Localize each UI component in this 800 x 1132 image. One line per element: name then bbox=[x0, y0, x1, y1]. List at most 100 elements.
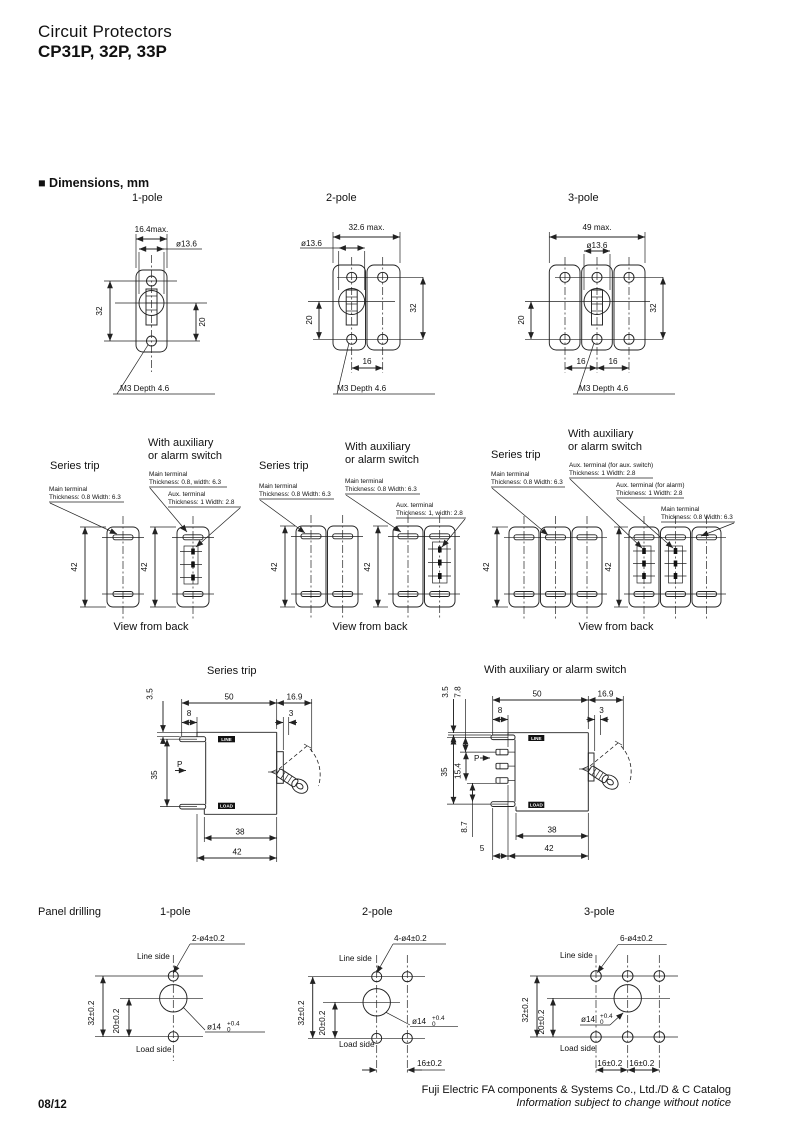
dim-height: 32 bbox=[95, 306, 104, 316]
dim-handle: 16.9 bbox=[598, 690, 614, 699]
view-from-back-caption: View from back bbox=[114, 621, 189, 633]
front-view-1pole-drawing: 16.4max. ø13.6 32 20 M3 Depth 4.6 bbox=[95, 225, 215, 395]
dim-knob-dia: ø13.6 bbox=[587, 241, 608, 250]
aux-switch-label-line1: With auxiliary bbox=[568, 428, 634, 440]
dim-height: 32 bbox=[649, 303, 658, 313]
drill-pattern bbox=[530, 955, 678, 1075]
back-view-1pole-drawing: Series trip With auxiliary or alarm swit… bbox=[49, 437, 241, 633]
series-main-terminal-note-1: Main terminal bbox=[259, 483, 297, 490]
load-side-label: Load side bbox=[136, 1045, 172, 1054]
hole-callout: 4-ø4±0.2 bbox=[394, 934, 427, 943]
screw-note: M3 Depth 4.6 bbox=[120, 384, 170, 393]
dimension-lines bbox=[157, 699, 313, 862]
series-height-dim: 42 bbox=[270, 562, 279, 572]
dimension-lines bbox=[300, 232, 426, 371]
dim-knob-dia: ø13.6 bbox=[176, 240, 197, 249]
panel-mark: P bbox=[177, 760, 183, 769]
aux-terminal-note-1: Aux. terminal bbox=[168, 491, 205, 498]
view-from-back-caption: View from back bbox=[333, 621, 408, 633]
panel-1pole-label: 1-pole bbox=[160, 906, 191, 918]
dim-body: 38 bbox=[235, 828, 245, 837]
dim-width: 49 max. bbox=[582, 223, 611, 232]
dim-v-span: 32±0.2 bbox=[87, 1000, 96, 1025]
note-leaders bbox=[491, 477, 735, 549]
body-outline bbox=[525, 257, 663, 373]
aux-switch-label-line2: or alarm switch bbox=[345, 454, 419, 466]
back-view-2pole-drawing: Series trip With auxiliary or alarm swit… bbox=[259, 441, 466, 633]
dim-aux-span: 15.4 bbox=[454, 763, 463, 779]
dim-dia: ø14 bbox=[207, 1023, 222, 1032]
panel-3pole-label: 3-pole bbox=[584, 906, 615, 918]
body-outline bbox=[179, 731, 278, 815]
dim-body: 38 bbox=[547, 826, 557, 835]
series-body bbox=[280, 515, 363, 619]
footer-block: Fuji Electric FA components & Systems Co… bbox=[422, 1084, 731, 1110]
series-main-terminal-note-2: Thickness: 0.8 Width: 6.3 bbox=[491, 479, 563, 486]
note-leaders bbox=[49, 486, 241, 548]
dimension-lines bbox=[528, 232, 666, 371]
footer-page-code: 08/12 bbox=[38, 1099, 67, 1111]
dim-width: 32.6 max. bbox=[349, 223, 385, 232]
aux-body bbox=[614, 516, 726, 619]
front-view-2pole-label: 2-pole bbox=[326, 192, 357, 204]
body-outline bbox=[104, 255, 207, 372]
series-trip-label: Series trip bbox=[50, 460, 100, 472]
dim-dia: ø14 bbox=[581, 1015, 596, 1024]
series-main-terminal-note-2: Thickness: 0.8 Width: 6.3 bbox=[49, 494, 121, 501]
dimension-lines bbox=[100, 943, 265, 1037]
front-view-3pole-drawing: 49 max. ø13.6 20 32 16 16 M3 Depth 4.6 bbox=[517, 223, 675, 395]
series-body bbox=[492, 516, 607, 619]
aux-switch-label-line2: or alarm switch bbox=[148, 450, 222, 462]
screw-note-leader bbox=[573, 342, 675, 395]
dim-dia-tol-lo: 0 bbox=[227, 1027, 231, 1034]
side-view-series-drawing: Series trip LINE LOAD bbox=[146, 665, 321, 862]
aux-alarm-terminal-note-1: Aux. terminal (for alarm) bbox=[616, 482, 685, 489]
line-load-badges: LINE LOAD bbox=[528, 735, 545, 808]
dim-overall: 42 bbox=[232, 848, 242, 857]
side-series-title: Series trip bbox=[207, 665, 257, 677]
panel-mark: P bbox=[474, 754, 480, 763]
aux-alarm-terminal-note-2: Thickness: 1 Width: 2.8 bbox=[616, 490, 683, 497]
aux-switch-terminal-note-1: Aux. terminal (for aux. switch) bbox=[569, 462, 653, 469]
page-header: Circuit Protectors CP31P, 32P, 33P bbox=[38, 22, 172, 62]
screw-note: M3 Depth 4.6 bbox=[579, 384, 629, 393]
dim-dia: ø14 bbox=[412, 1017, 427, 1026]
series-body bbox=[80, 516, 144, 619]
screw-note: M3 Depth 4.6 bbox=[337, 384, 387, 393]
dim-dia-tol-hi: +0.4 bbox=[600, 1013, 613, 1020]
dim-terminal: 8 bbox=[498, 706, 503, 715]
series-main-terminal-note-1: Main terminal bbox=[491, 471, 529, 478]
aux-main-terminal-note-2: Thickness: 0.8 Width: 6.3 bbox=[661, 514, 733, 521]
aux-height-dim: 42 bbox=[363, 562, 372, 572]
aux-switch-label-line1: With auxiliary bbox=[345, 441, 411, 453]
dim-aux-top: 7.8 bbox=[454, 686, 463, 698]
aux-main-terminal-note-2: Thickness: 0.8, width: 6.3 bbox=[149, 479, 222, 486]
screw-note-leader bbox=[113, 344, 215, 395]
series-main-terminal-note-1: Main terminal bbox=[49, 486, 87, 493]
aux-switch-label-line1: With auxiliary bbox=[148, 437, 214, 449]
load-badge: LOAD bbox=[220, 804, 234, 809]
line-badge: LINE bbox=[221, 737, 231, 742]
dim-dia-tol-hi: +0.4 bbox=[227, 1021, 240, 1028]
front-view-3pole-label: 3-pole bbox=[568, 192, 599, 204]
page-subtitle: CP31P, 32P, 33P bbox=[38, 42, 167, 61]
aux-main-terminal-note-1: Main terminal bbox=[661, 506, 699, 513]
dim-v-offset: 20±0.2 bbox=[537, 1009, 546, 1034]
line-side-label: Line side bbox=[137, 952, 170, 961]
front-view-1pole-label: 1-pole bbox=[132, 192, 163, 204]
series-height-dim: 42 bbox=[70, 562, 79, 572]
dim-dia-tol-lo: 0 bbox=[432, 1021, 436, 1028]
dim-pitch-left: 16±0.2 bbox=[597, 1059, 622, 1068]
dim-pitch: 16 bbox=[362, 357, 372, 366]
panel-drilling-1pole-drawing: 2-ø4±0.2 Line side 32±0.2 20±0.2 ø14 +0.… bbox=[87, 934, 265, 1061]
body-outline bbox=[490, 732, 589, 812]
dim-aux-bottom: 8.7 bbox=[460, 821, 469, 833]
panel-drilling-title: Panel drilling bbox=[38, 906, 101, 918]
dim-pitch-right: 16±0.2 bbox=[629, 1059, 654, 1068]
dim-width: 16.4max. bbox=[135, 225, 169, 234]
line-badge: LINE bbox=[531, 736, 541, 741]
dim-knob-dia: ø13.6 bbox=[301, 239, 322, 248]
view-from-back-caption: View from back bbox=[579, 621, 654, 633]
front-view-2pole-drawing: 32.6 max. ø13.6 20 32 16 M3 Depth 4.6 bbox=[300, 223, 435, 395]
